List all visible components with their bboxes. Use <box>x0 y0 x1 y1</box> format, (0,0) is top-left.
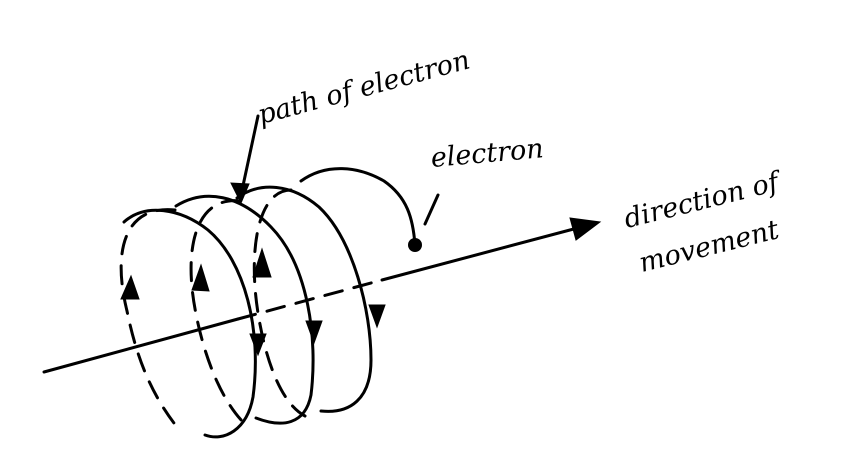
helix-loop-4-front <box>299 167 417 247</box>
path-pointer-arrowhead <box>230 182 250 205</box>
helix-loop-1-front <box>122 208 257 439</box>
axis-line-left <box>42 317 240 374</box>
loop-arrow-1-up <box>120 274 140 300</box>
helix-loop-2-front <box>174 194 315 425</box>
electron-pointer <box>423 193 440 226</box>
direction-arrowhead <box>569 217 602 241</box>
electron-dot <box>408 238 422 252</box>
loop-arrow-2-down <box>305 320 323 345</box>
helix-loop-1-back <box>119 208 179 429</box>
helix-loop-3-back <box>252 188 307 418</box>
direction-arrow <box>380 224 587 282</box>
helix-loop-2-back <box>189 199 249 428</box>
helix-loop-3-front <box>235 185 373 413</box>
path-pointer <box>239 114 260 197</box>
loop-arrow-3-down <box>368 304 386 329</box>
loop-arrow-1-down <box>249 333 267 357</box>
axis-line-middle <box>236 278 384 321</box>
loop-arrow-2-up <box>191 263 210 292</box>
loop-arrow-3-up <box>252 247 272 278</box>
